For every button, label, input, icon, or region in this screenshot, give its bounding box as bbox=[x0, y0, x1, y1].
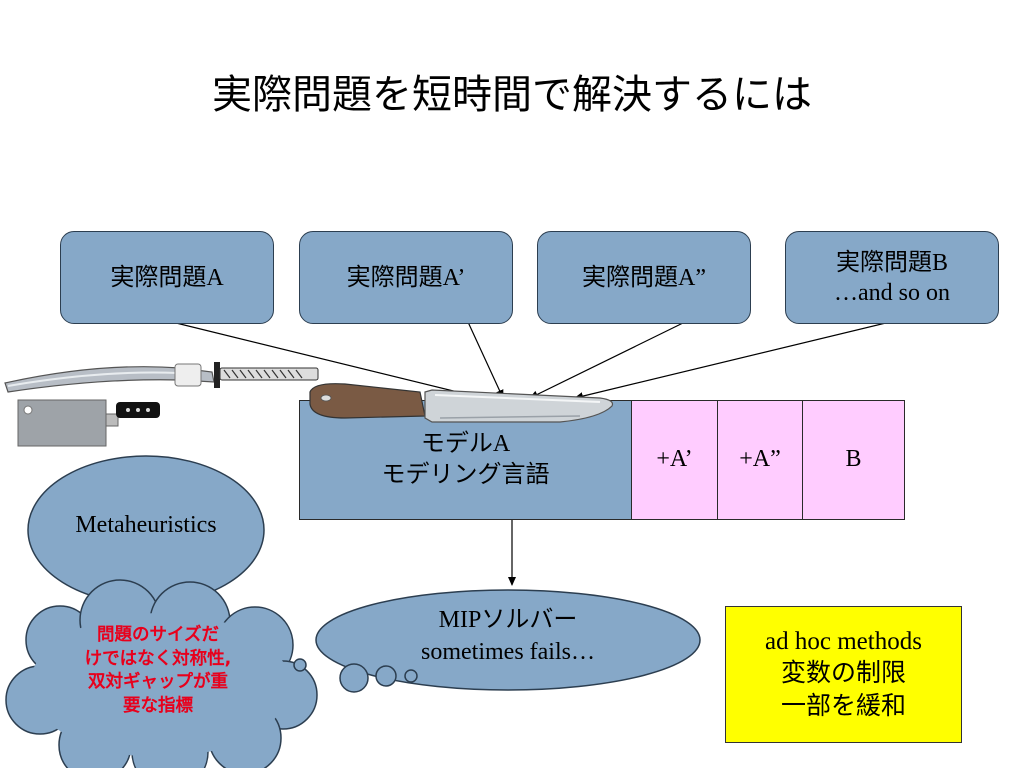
ext-a-double-prime-label: +A” bbox=[739, 446, 781, 473]
arrow-problem-a bbox=[171, 321, 483, 400]
slide-title: 実際問題を短時間で解決するには bbox=[212, 72, 812, 118]
arrow-problem-a2 bbox=[529, 321, 686, 399]
cloud-line-1: 問題のサイズだ bbox=[97, 625, 219, 645]
ext-a-prime-cell: +A’ bbox=[631, 400, 718, 520]
problem-box-a: 実際問題A bbox=[60, 231, 274, 324]
katana-icon bbox=[4, 362, 319, 393]
model-a-label: モデルA bbox=[420, 430, 511, 457]
variable-restriction-label: 変数の制限 bbox=[780, 660, 906, 688]
adhoc-methods-box: ad hoc methods 変数の制限 一部を緩和 bbox=[725, 606, 962, 743]
thought-bubble-dot bbox=[375, 665, 397, 687]
cloud-note: 問題のサイズだ けではなく対称性, 双対ギャップが重 要な指標 bbox=[38, 624, 278, 719]
problem-box-a-double-prime: 実際問題A” bbox=[537, 231, 751, 324]
arrow-problem-b bbox=[574, 321, 891, 401]
mip-solver-text: MIPソルバー sometimes fails… bbox=[316, 604, 700, 669]
problem-b-label: 実際問題B bbox=[835, 249, 948, 276]
ext-a-prime-label: +A’ bbox=[656, 446, 693, 473]
problem-a-prime-label: 実際問題A’ bbox=[346, 264, 466, 291]
adhoc-methods-label: ad hoc methods bbox=[765, 627, 922, 655]
arrow-problem-a1 bbox=[467, 321, 504, 399]
cloud-line-4: 要な指標 bbox=[123, 695, 193, 716]
metaheuristics-label: Metaheuristics bbox=[75, 512, 217, 538]
problem-box-a-prime: 実際問題A’ bbox=[299, 231, 513, 324]
cloud-tail-dot bbox=[293, 658, 307, 672]
ext-a-double-prime-cell: +A” bbox=[717, 400, 803, 520]
problem-a-label: 実際問題A bbox=[110, 264, 224, 291]
ext-b-label: B bbox=[845, 446, 862, 473]
partial-relaxation-label: 一部を緩和 bbox=[780, 692, 906, 720]
ext-b-cell: B bbox=[802, 400, 905, 520]
problem-a-double-prime-label: 実際問題A” bbox=[582, 264, 706, 291]
problem-box-b: 実際問題B …and so on bbox=[785, 231, 999, 324]
problem-b-subtext: …and so on bbox=[834, 279, 950, 306]
modeling-language-label: モデリング言語 bbox=[381, 462, 550, 488]
mip-sometimes-fails: sometimes fails… bbox=[421, 639, 595, 666]
model-a-box: モデルA モデリング言語 bbox=[299, 400, 632, 520]
mip-ellipse bbox=[315, 589, 701, 691]
cloud-line-3: 双対ギャップが重 bbox=[88, 672, 228, 693]
cleaver-icon bbox=[17, 399, 160, 447]
mip-solver-label: MIPソルバー bbox=[438, 607, 578, 633]
thought-bubble-dot bbox=[404, 669, 418, 683]
thought-bubble-dot bbox=[339, 663, 369, 693]
cloud-line-2: けではなく対称性, bbox=[84, 648, 232, 669]
